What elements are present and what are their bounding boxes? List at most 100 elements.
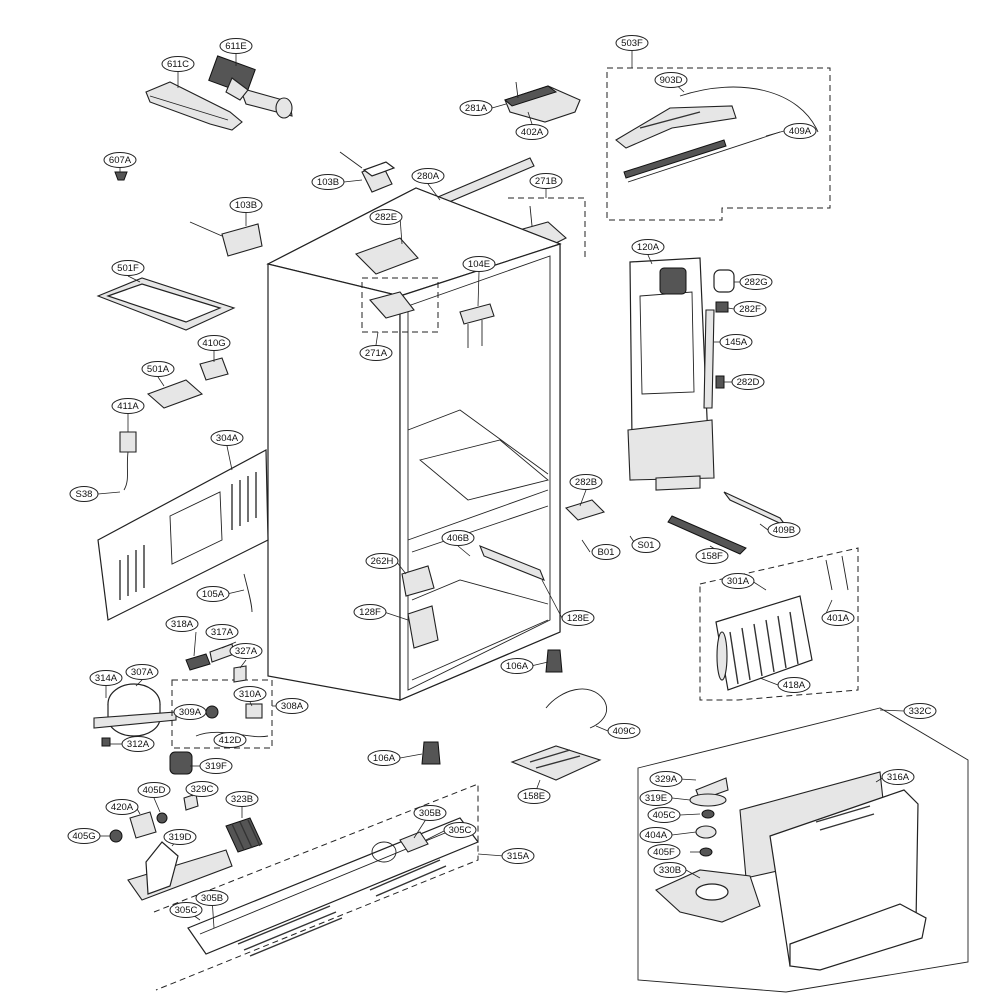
callout-282e: 282E: [369, 209, 403, 225]
hinge-cover-103B-top-drawing: [339, 151, 396, 193]
callout-label: 418A: [783, 680, 806, 691]
callout-bubble: [777, 677, 811, 693]
callout-bubble: [591, 544, 621, 560]
callout-bubble: [89, 670, 123, 686]
callout-s01: S01: [631, 537, 661, 553]
callout-bubble: [365, 553, 399, 569]
callout-bubble: [607, 723, 641, 739]
callout-bubble: [173, 704, 207, 720]
callout-label: 106A: [506, 661, 529, 672]
callout-bubble: [500, 658, 534, 674]
callout-281a: 281A: [459, 100, 493, 116]
callout-label: 409C: [613, 726, 636, 737]
fan-assembly-332C-drawing: [637, 707, 969, 993]
callout-323b: 323B: [225, 791, 259, 807]
callout-bubble: [359, 345, 393, 361]
callout-label: 332C: [909, 706, 932, 717]
callout-label: 402A: [521, 127, 544, 138]
callout-bubble: [501, 848, 535, 864]
callout-bubble: [569, 474, 603, 490]
callout-label: 271A: [365, 348, 388, 359]
callout-bubble: [111, 398, 145, 414]
callout-304a: 304A: [210, 430, 244, 446]
callout-bubble: [205, 624, 239, 640]
hinge-cover-103B-side-drawing: [189, 221, 263, 257]
callout-bubble: [462, 256, 496, 272]
callout-103b-side: 103B: [229, 197, 263, 213]
callout-bubble: [225, 791, 259, 807]
callout-label: 405C: [653, 810, 676, 821]
callout-label: 158F: [701, 551, 723, 562]
callout-329a: 329A: [649, 771, 683, 787]
callout-bubble: [275, 698, 309, 714]
callout-bubble: [233, 686, 267, 702]
callout-406b: 406B: [441, 530, 475, 546]
callout-label: S38: [76, 489, 93, 500]
base-plate-315A-drawing: [153, 783, 479, 991]
callout-330b: 330B: [653, 862, 687, 878]
callout-label: 281A: [465, 103, 488, 114]
callout-903d: 903D: [654, 72, 688, 88]
callout-145a: 145A: [719, 334, 753, 350]
callout-327a: 327A: [229, 643, 263, 659]
callout-label: 271B: [535, 176, 557, 187]
callout-labels: 611C611E607A103B280A281A402A503F903D409A…: [67, 35, 937, 918]
callout-bubble: [783, 123, 817, 139]
callout-405g: 405G: [67, 828, 101, 844]
callout-label: 305B: [419, 808, 441, 819]
callout-label: 318A: [171, 619, 194, 630]
callout-bubble: [767, 522, 801, 538]
callout-label: 103B: [235, 200, 257, 211]
callout-label: 501A: [147, 364, 170, 375]
callout-305b-bottom: 305B: [195, 890, 229, 906]
callout-420a: 420A: [105, 799, 139, 815]
fan-motor-small-parts-drawing: [109, 751, 199, 843]
callout-label: 103B: [317, 177, 339, 188]
leveling-feet-drawing: [421, 649, 563, 765]
right-side-brackets-drawing: [564, 491, 787, 555]
callout-label: 503F: [621, 38, 643, 49]
callout-bubble: [631, 537, 661, 553]
callout-318a: 318A: [165, 616, 199, 632]
callout-label: 330B: [659, 865, 681, 876]
callout-501f: 501F: [111, 260, 145, 276]
door-hinge-group-503F-drawing: [606, 67, 831, 221]
callout-410g: 410G: [197, 335, 231, 351]
callout-label: 158E: [523, 791, 545, 802]
callout-bubble: [367, 750, 401, 766]
callout-label: 128F: [359, 607, 381, 618]
callout-label: 301A: [727, 576, 750, 587]
callout-329c: 329C: [185, 781, 219, 797]
condenser-323B-drawing: [127, 817, 263, 901]
callout-bubble: [229, 197, 263, 213]
callout-bubble: [647, 807, 681, 823]
cover-158E-drawing: [510, 745, 602, 781]
callout-label: 329A: [655, 774, 678, 785]
callout-308a: 308A: [275, 698, 309, 714]
callout-401a: 401A: [821, 610, 855, 626]
callout-label: 105A: [202, 589, 225, 600]
callout-label: 315A: [507, 851, 530, 862]
callout-305b-top: 305B: [413, 805, 447, 821]
callout-bubble: [111, 260, 145, 276]
callout-282f: 282F: [733, 301, 767, 317]
callout-label: 305C: [175, 905, 198, 916]
callout-418a: 418A: [777, 677, 811, 693]
callout-312a: 312A: [121, 736, 155, 752]
callout-310a: 310A: [233, 686, 267, 702]
callout-405d: 405D: [137, 782, 171, 798]
callout-611c: 611C: [161, 56, 195, 72]
callout-120a: 120A: [631, 239, 665, 255]
callout-307a: 307A: [125, 664, 159, 680]
callout-label: 607A: [109, 155, 132, 166]
callout-bubble: [195, 890, 229, 906]
callout-319d: 319D: [163, 829, 197, 845]
callout-label: 317A: [211, 627, 234, 638]
callout-bubble: [229, 643, 263, 659]
callout-bubble: [695, 548, 729, 564]
callout-bubble: [459, 100, 493, 116]
callout-314a: 314A: [89, 670, 123, 686]
callout-label: 501F: [117, 263, 139, 274]
cover-501F-drawing: [96, 277, 236, 331]
callout-bubble: [219, 38, 253, 54]
